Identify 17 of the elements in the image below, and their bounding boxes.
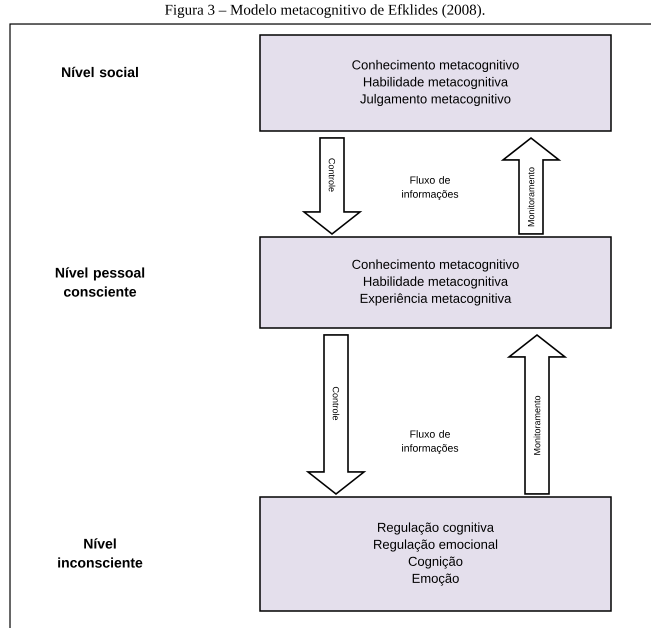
level-box: Conhecimento metacognitivo Habilidade metacognitiva Julgamento metacognitivo xyxy=(259,34,612,132)
figure-title: Figura 3 – Modelo metacognitivo de Efklides (2008). xyxy=(165,4,484,18)
level-label: Nível social xyxy=(62,66,138,78)
edge-label: Controle xyxy=(328,158,336,192)
level-box: Regulação cognitiva Regulação emocional Cognição Emoção xyxy=(259,496,612,612)
level-label: Nível pessoal consciente xyxy=(56,267,144,297)
level-box: Conhecimento metacognitivo Habilidade metacognitiva Experiência metacognitiva xyxy=(259,236,612,329)
flow-label: Fluxo de informações xyxy=(402,176,458,200)
edge-label: Monitoramento xyxy=(534,396,540,455)
level-label: Nível inconsciente xyxy=(58,538,142,568)
edge-label: Monitoramento xyxy=(528,167,534,226)
block-arrow xyxy=(306,334,366,495)
block-arrow xyxy=(500,136,562,235)
flow-label: Fluxo de informações xyxy=(402,430,458,454)
block-arrow xyxy=(302,137,362,235)
edge-label: Controle xyxy=(332,386,340,420)
block-arrow xyxy=(506,334,568,495)
